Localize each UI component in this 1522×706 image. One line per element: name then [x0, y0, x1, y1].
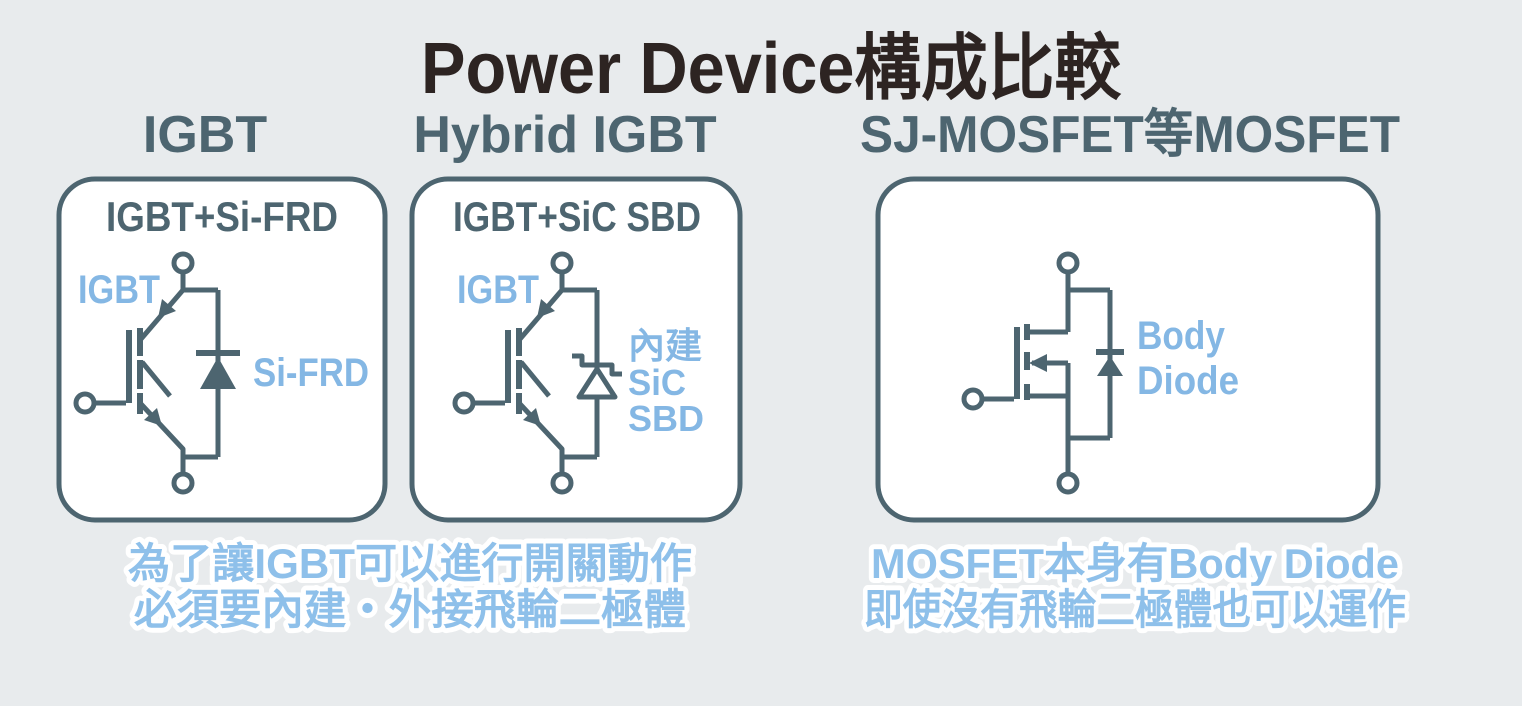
inner-diagonal [140, 360, 172, 398]
column-header-hybrid-igbt: Hybrid IGBT [413, 106, 717, 164]
label-igbt-panel1: IGBT [78, 268, 160, 312]
panel-box-hybrid [409, 176, 743, 523]
label-body-diode-line2: Diode [1137, 359, 1239, 403]
panel-box-mosfet [875, 176, 1381, 523]
box-title-igbt-sic-sbd: IGBT+SiC SBD [453, 193, 701, 240]
body-diode-icon [1097, 356, 1123, 376]
collector-arrow-icon [158, 299, 176, 318]
caption-igbt-line2: 必須要內建・外接飛輪二極體 [134, 586, 686, 633]
gate-terminal [73, 391, 97, 415]
sic-sbd-diode-icon [576, 366, 618, 400]
label-sic-sbd-line2: SiC [628, 362, 686, 403]
mosfet-circuit-symbol [961, 251, 1124, 495]
page-title: Power Device構成比較 [421, 29, 1122, 109]
caption-igbt-line1: 為了讓IGBT可以進行開關動作 [128, 540, 692, 587]
caption-mosfet-line1: MOSFET本身有Body Diode [871, 540, 1399, 587]
panel-box-igbt [56, 176, 388, 523]
igbt-circuit-symbol [73, 251, 221, 495]
column-header-igbt: IGBT [143, 106, 267, 164]
si-frd-diode-icon [200, 357, 236, 389]
body-arrow-icon [1029, 354, 1047, 372]
collector-terminal [171, 251, 195, 275]
label-igbt-panel2: IGBT [457, 268, 539, 312]
emitter-arrow-icon [144, 408, 162, 426]
caption-mosfet-line2: 即使沒有飛輪二極體也可以運作 [864, 586, 1406, 633]
sbd-schottky-bar [572, 353, 622, 377]
source-terminal [1056, 471, 1080, 495]
label-sic-sbd-line1: 內建 [628, 325, 702, 366]
label-body-diode-line1: Body [1137, 314, 1226, 358]
emitter-terminal [171, 471, 195, 495]
drain-terminal [1056, 251, 1080, 275]
gate-terminal [961, 387, 985, 411]
box-title-igbt-si-frd: IGBT+Si-FRD [106, 193, 338, 240]
label-sic-sbd-line3: SBD [628, 398, 704, 439]
label-si-frd: Si-FRD [253, 351, 369, 395]
column-header-sj-mosfet: SJ-MOSFET等MOSFET [860, 106, 1400, 164]
